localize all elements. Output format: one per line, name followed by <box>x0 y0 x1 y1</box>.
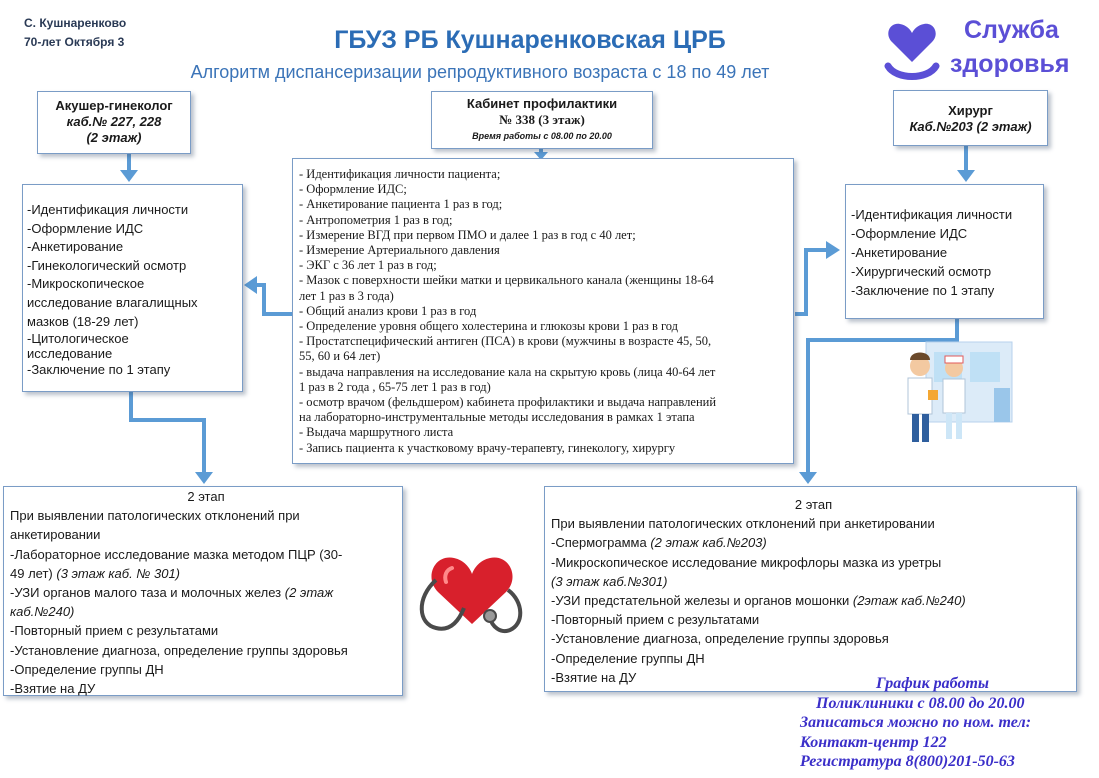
list-item: -Хирургический осмотр <box>851 262 1043 281</box>
heart-stethoscope-icon <box>406 540 536 640</box>
list-item: -Анкетирование <box>851 243 1043 262</box>
list-item: -Микроскопическое <box>27 275 242 294</box>
list-item: -Определение группы ДН <box>10 660 402 679</box>
list-item: При выявлении патологических отклонений … <box>10 506 402 525</box>
gynecologist-floor: (2 этаж) <box>38 130 190 146</box>
list-item: - Общий анализ крови 1 раз в год <box>299 304 793 319</box>
list-item: -Установление диагноза, определение груп… <box>551 629 1076 648</box>
connector-to-gyn <box>255 285 292 314</box>
list-item: -Повторный прием с результатами <box>551 610 1076 629</box>
list-item: -Лабораторное исследование мазка методом… <box>10 545 402 564</box>
list-item: -Идентификация личности <box>27 201 242 220</box>
list-item: -Взятие на ДУ <box>10 679 402 698</box>
list-item: - Запись пациента к участковому врачу-те… <box>299 441 793 456</box>
list-item: лет 1 раз в 3 года) <box>299 289 793 304</box>
list-item: При выявлении патологических отклонений … <box>551 514 1076 533</box>
list-item: мазков (18-29 лет) <box>27 313 242 332</box>
list-item: на лабораторно-инструментальные методы и… <box>299 410 793 425</box>
list-item: - Идентификация личности пациента; <box>299 167 793 182</box>
list-item: - Оформление ИДС; <box>299 182 793 197</box>
list-item: -Заключение по 1 этапу <box>27 361 242 380</box>
list-item: - Измерение ВГД при первом ПМО и далее 1… <box>299 228 793 243</box>
prophylaxis-header: Кабинет профилактики № 338 (3 этаж) Врем… <box>431 91 653 149</box>
list-item: -УЗИ органов малого таза и молочных желе… <box>10 583 402 602</box>
list-item: - осмотр врачом (фельдшером) кабинета пр… <box>299 395 793 410</box>
gynecologist-title: Акушер-гинеколог <box>38 98 190 114</box>
list-item: -Установление диагноза, определение груп… <box>10 641 402 660</box>
schedule-title: График работы <box>800 674 1090 694</box>
schedule: График работы Поликлиники с 08.00 до 20.… <box>800 674 1090 772</box>
list-item: - выдача направления на исследование кал… <box>299 365 793 380</box>
list-item: - Выдача маршрутного листа <box>299 425 793 440</box>
list-item: -Спермограмма (2 этаж каб.№203) <box>551 533 1076 552</box>
schedule-signup: Записаться можно по ном. тел: <box>800 713 1090 733</box>
list-item: -Заключение по 1 этапу <box>851 281 1043 300</box>
schedule-registry: Регистратура 8(800)201-50-63 <box>800 752 1090 772</box>
schedule-hours: Поликлиники с 08.00 до 20.00 <box>800 694 1090 714</box>
doctors-icon <box>898 336 1022 448</box>
arrowhead-gyn <box>120 170 138 182</box>
list-item: -Оформление ИДС <box>851 224 1043 243</box>
list-item: - Антропометрия 1 раз в год; <box>299 213 793 228</box>
list-item: -Оформление ИДС <box>27 220 242 239</box>
list-item: исследование влагалищных <box>27 294 242 313</box>
surgeon-title: Хирург <box>894 103 1047 119</box>
arrowhead-gyn-stage2 <box>195 472 213 484</box>
heart-illustration <box>406 540 536 640</box>
list-item: -УЗИ предстательной железы и органов мош… <box>551 591 1076 610</box>
surgeon-room: Каб.№203 (2 этаж) <box>894 119 1047 135</box>
list-item: - Анкетирование пациента 1 раз в год; <box>299 197 793 212</box>
gynecologist-header: Акушер-гинеколог каб.№ 227, 228 (2 этаж) <box>37 91 191 154</box>
list-item: 1 раз в 2 года , 65-75 лет 1 раз в год) <box>299 380 793 395</box>
stage2-right-title: 2 этап <box>551 495 1076 514</box>
list-item: - Простатспецифический антиген (ПСА) в к… <box>299 334 793 349</box>
connector-gyn-stage2 <box>131 392 204 472</box>
schedule-contact: Контакт-центр 122 <box>800 733 1090 753</box>
list-item: исследование <box>27 346 242 361</box>
list-item: (3 этаж каб.№301) <box>551 572 1076 591</box>
prophylaxis-room: № 338 (3 этаж) <box>432 112 652 128</box>
list-item: -Цитологическое <box>27 331 242 346</box>
list-item: - Мазок с поверхности шейки матки и церв… <box>299 273 793 288</box>
list-item: каб.№240) <box>10 602 402 621</box>
prophylaxis-list: - Идентификация личности пациента; - Офо… <box>292 158 794 464</box>
list-item: 55, 60 и 64 лет) <box>299 349 793 364</box>
list-item: анкетировании <box>10 525 402 544</box>
arrowhead-to-gyn <box>244 276 257 294</box>
prophylaxis-hours: Время работы с 08.00 по 20.00 <box>432 128 652 144</box>
gynecologist-room: каб.№ 227, 228 <box>38 114 190 130</box>
list-item: -Гинекологический осмотр <box>27 257 242 276</box>
list-item: - ЭКГ с 36 лет 1 раз в год; <box>299 258 793 273</box>
stage2-left-title: 2 этап <box>10 487 402 506</box>
arrowhead-to-surg <box>826 241 840 259</box>
surgeon-header: Хирург Каб.№203 (2 этаж) <box>893 90 1048 146</box>
list-item: - Определение уровня общего холестерина … <box>299 319 793 334</box>
list-item: 49 лет) (3 этаж каб. № 301) <box>10 564 402 583</box>
arrowhead-surg <box>957 170 975 182</box>
list-item: -Определение группы ДН <box>551 649 1076 668</box>
surgeon-list: -Идентификация личности -Оформление ИДС … <box>845 184 1044 319</box>
prophylaxis-title: Кабинет профилактики <box>432 96 652 112</box>
stage2-left: 2 этап При выявлении патологических откл… <box>3 486 403 696</box>
list-item: -Повторный прием с результатами <box>10 621 402 640</box>
arrowhead-surg-stage2 <box>799 472 817 484</box>
stage2-right: 2 этап При выявлении патологических откл… <box>544 486 1077 692</box>
list-item: -Анкетирование <box>27 238 242 257</box>
list-item: -Микроскопическое исследование микрофлор… <box>551 553 1076 572</box>
list-item: - Измерение Артериального давления <box>299 243 793 258</box>
gynecologist-list: -Идентификация личности -Оформление ИДС … <box>22 184 243 392</box>
list-item: -Идентификация личности <box>851 205 1043 224</box>
doctors-illustration <box>898 336 1022 448</box>
connector-to-surg <box>795 250 828 314</box>
